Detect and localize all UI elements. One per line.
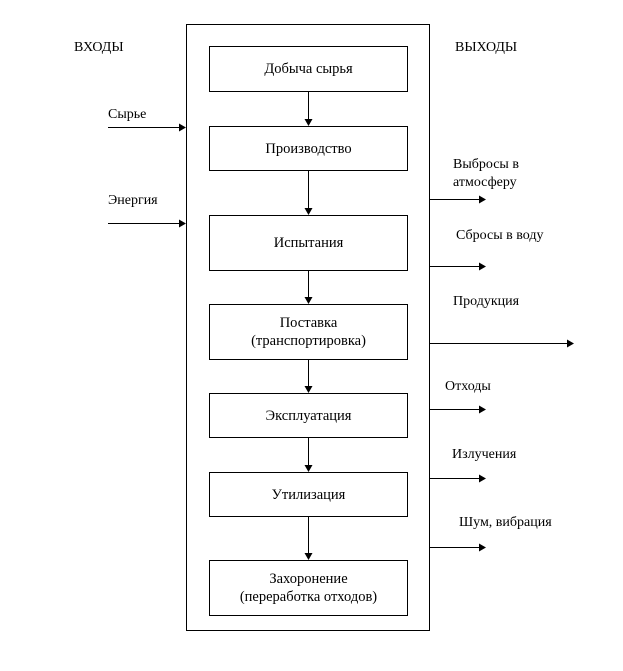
stage-label-operation: Эксплуатация [265,407,352,424]
stage-box-extraction: Добыча сырья [209,46,408,92]
flow-arrowhead-5 [304,465,313,472]
stage-label-disposal: Утилизация [271,486,346,503]
stage-label-delivery: Поставка (транспортировка) [251,315,366,349]
stage-label-burial: Захоронение (переработка отходов) [239,571,378,605]
stage-box-delivery: Поставка (транспортировка) [209,304,408,360]
output-label-noise: Шум, вибрация [459,515,552,530]
stage-box-operation: Эксплуатация [209,393,408,438]
stage-box-testing: Испытания [209,215,408,271]
output-label-discharges: Сбросы в воду [456,228,544,243]
output-arrowhead-waste [479,405,486,414]
stage-box-burial: Захоронение (переработка отходов) [209,560,408,616]
output-arrowhead-product [567,339,574,348]
flow-arrowhead-1 [304,119,313,126]
input-arrowhead-energy [179,219,186,228]
flow-arrowhead-4 [304,386,313,393]
life-cycle-frame [186,24,430,631]
output-arrowhead-emissions [479,195,486,204]
output-arrowhead-radiation [479,474,486,483]
output-label-emissions: Выбросы в атмосферу [453,157,519,190]
flow-arrowhead-6 [304,553,313,560]
output-arrowhead-noise [479,543,486,552]
stage-label-extraction: Добыча сырья [264,61,353,77]
output-label-radiation: Излучения [452,447,517,462]
output-label-product: Продукция [453,294,520,309]
input-label-energy: Энергия [108,193,158,208]
inputs-header: ВХОДЫ [74,40,124,55]
stage-box-disposal: Утилизация [209,472,408,517]
flow-arrowhead-3 [304,297,313,304]
flow-arrowhead-2 [304,208,313,215]
stage-label-testing: Испытания [273,235,344,251]
output-arrowhead-discharges [479,262,486,271]
outputs-header: ВЫХОДЫ [455,40,518,55]
input-arrowhead-raw-materials [179,123,186,132]
output-label-waste: Отходы [445,379,491,394]
stage-label-production: Производство [265,140,352,157]
stage-box-production: Производство [209,126,408,171]
input-label-raw-materials: Сырье [108,107,147,122]
